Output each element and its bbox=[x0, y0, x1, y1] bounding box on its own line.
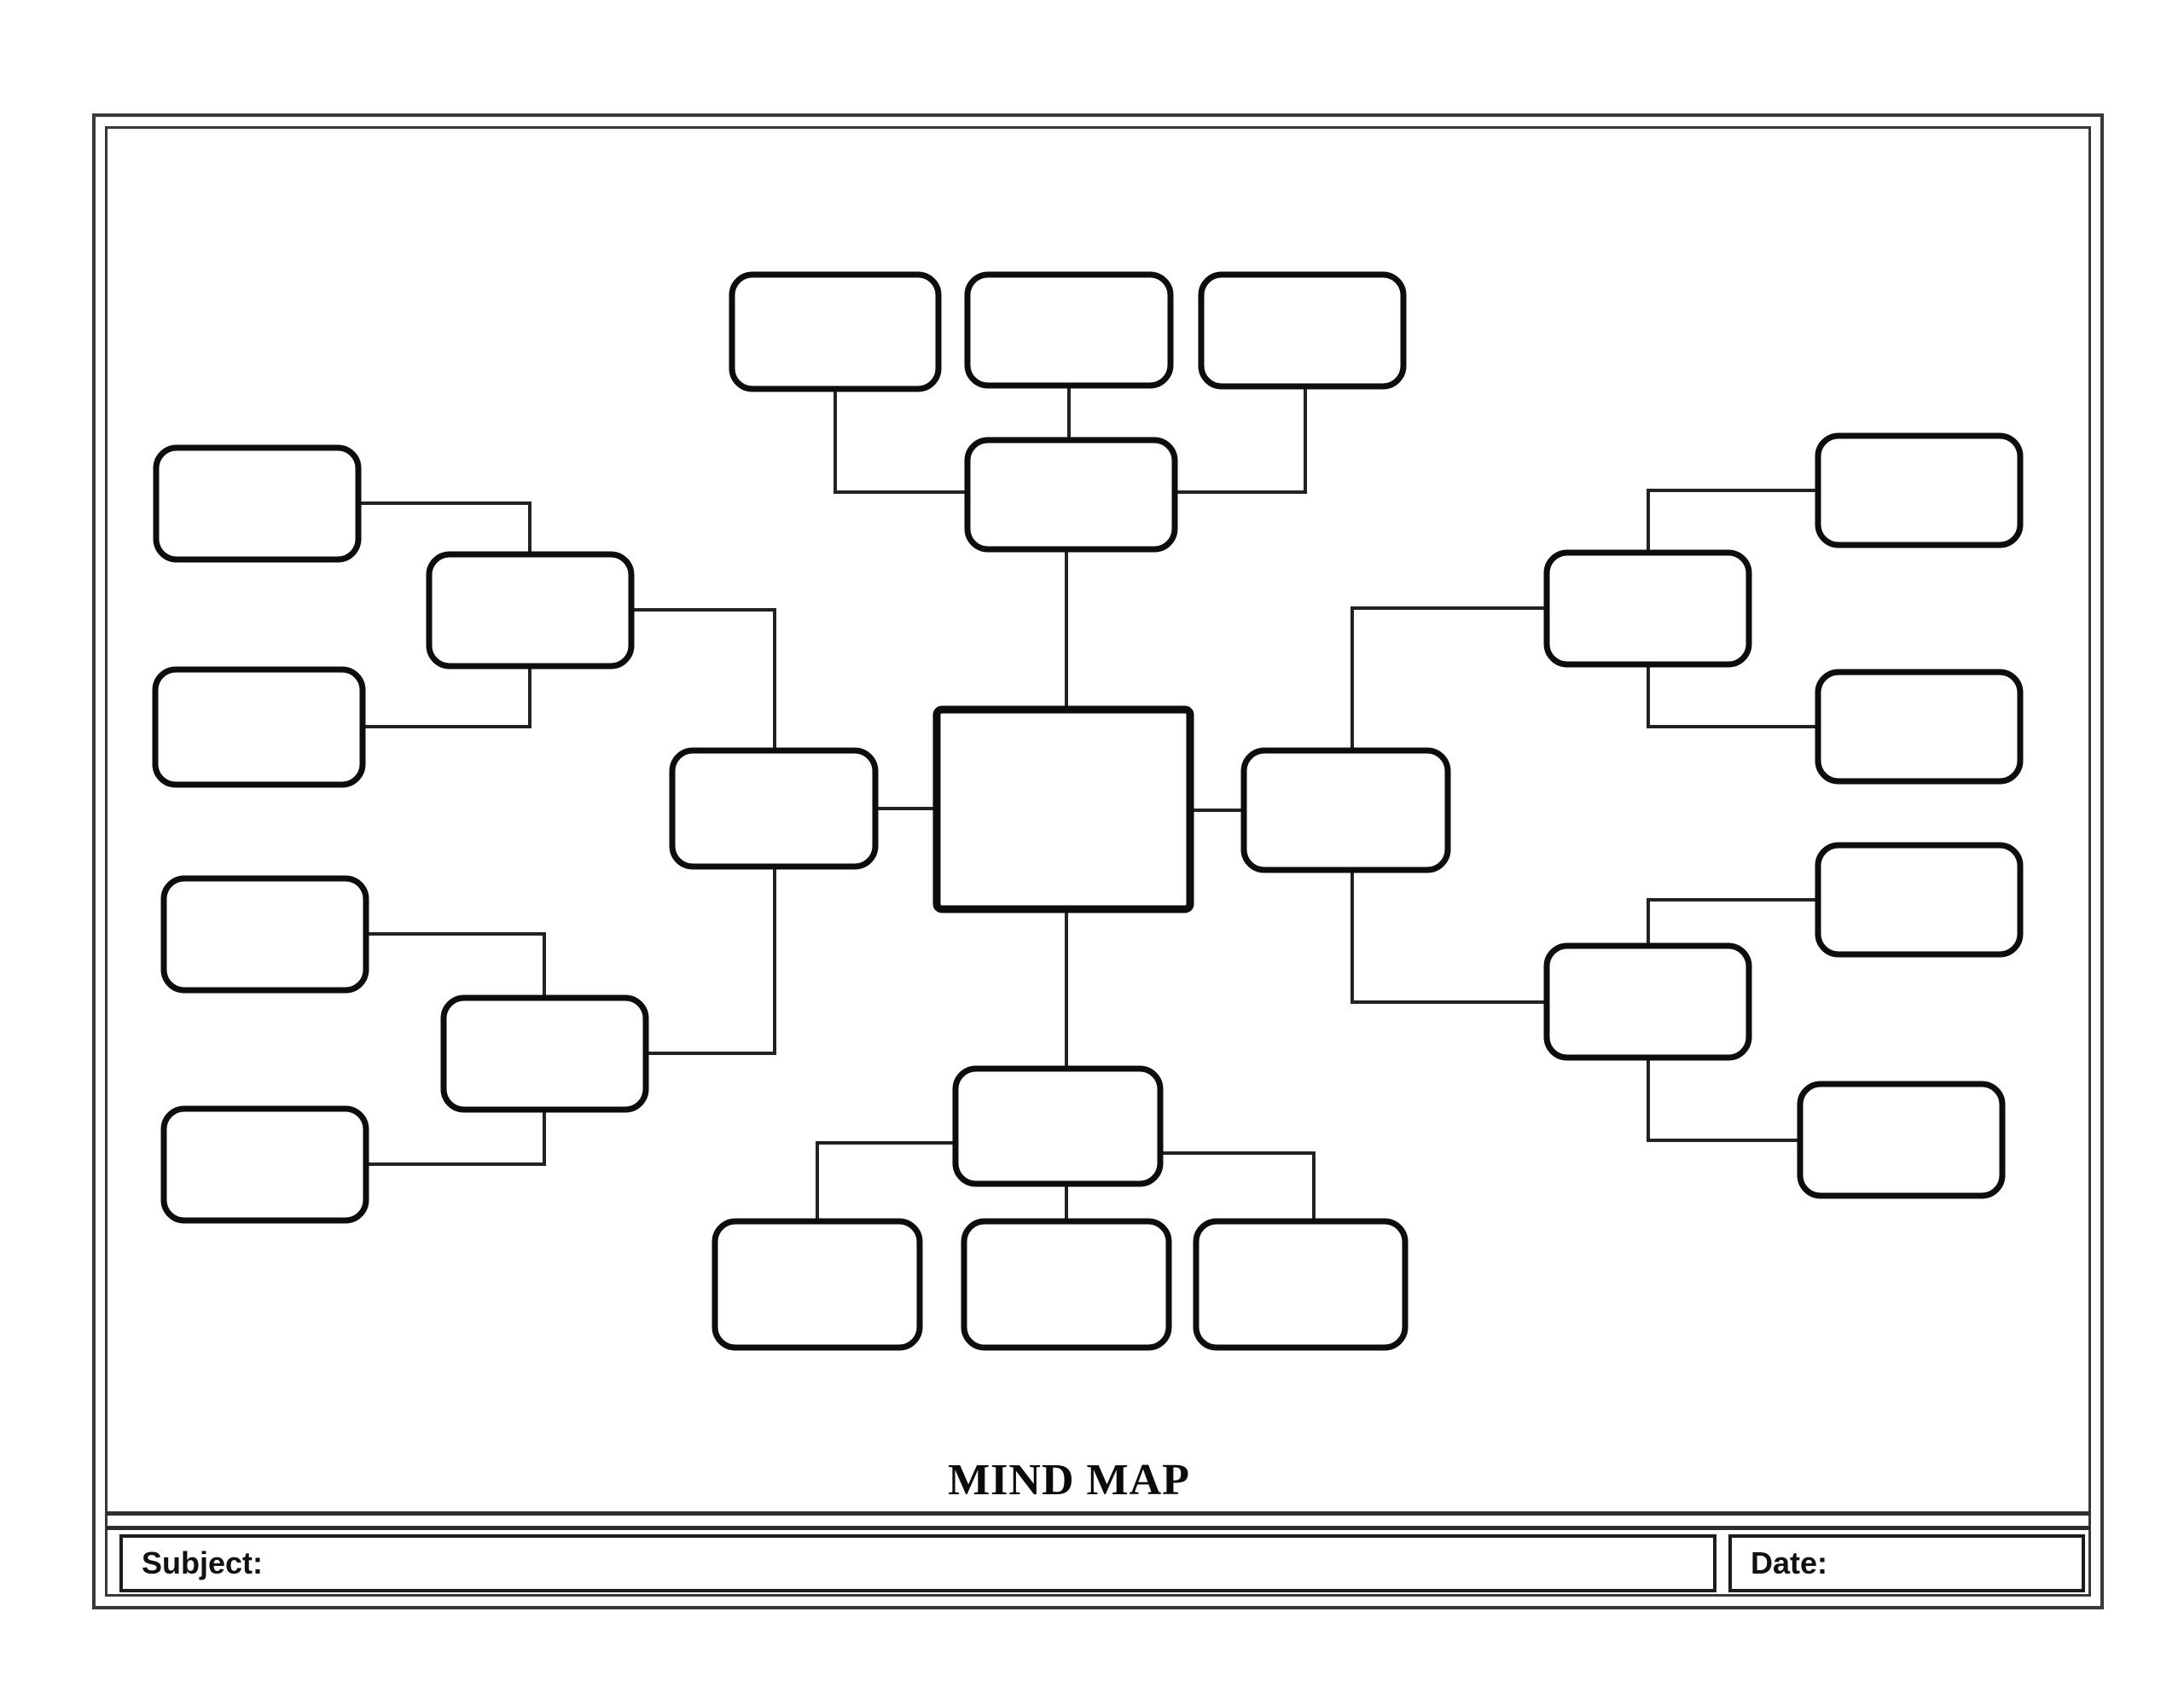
page-title: MIND MAP bbox=[948, 1456, 1190, 1504]
connector-right-hub-to-mid-upper bbox=[1350, 606, 1547, 751]
node-center-topic[interactable] bbox=[932, 705, 1194, 913]
node-left-leaf-2[interactable] bbox=[152, 666, 366, 788]
connector-left-leaf-4-to-mid bbox=[366, 1110, 546, 1166]
node-right-leaf-4[interactable] bbox=[1797, 1081, 2006, 1199]
node-top-hub[interactable] bbox=[964, 437, 1178, 553]
subject-label: Subject: bbox=[142, 1545, 264, 1580]
node-right-mid-lower[interactable] bbox=[1543, 942, 1752, 1061]
connector-left-leaf-2-to-mid bbox=[363, 666, 531, 728]
connector-right-mid-upper-to-leaf-2 bbox=[1647, 664, 1818, 728]
node-right-mid-upper[interactable] bbox=[1543, 549, 1752, 668]
node-right-hub[interactable] bbox=[1240, 747, 1451, 873]
node-right-leaf-1[interactable] bbox=[1815, 432, 2024, 548]
connector-right-mid-lower-to-leaf-3 bbox=[1647, 898, 1818, 946]
node-bottom-leaf-2[interactable] bbox=[961, 1218, 1172, 1351]
node-top-leaf-2[interactable] bbox=[964, 271, 1174, 389]
connector-top-leaf-3-to-hub bbox=[1175, 386, 1307, 494]
subject-field[interactable]: Subject: bbox=[119, 1534, 1716, 1592]
node-left-hub[interactable] bbox=[669, 747, 879, 870]
node-top-leaf-3[interactable] bbox=[1198, 271, 1407, 390]
node-left-mid-lower[interactable] bbox=[440, 994, 649, 1113]
connector-left-leaf-1-to-mid bbox=[358, 501, 531, 554]
connector-bottom-hub-to-leaf-3 bbox=[1160, 1151, 1316, 1221]
connector-left-mid-lower-to-hub bbox=[646, 867, 776, 1055]
connector-left-leaf-3-to-mid bbox=[366, 932, 546, 998]
node-right-leaf-3[interactable] bbox=[1815, 842, 2024, 958]
page-frame-inner bbox=[105, 126, 2091, 1597]
node-left-leaf-4[interactable] bbox=[160, 1105, 369, 1224]
node-bottom-leaf-1[interactable] bbox=[712, 1218, 923, 1351]
connector-right-mid-lower-to-leaf-4 bbox=[1647, 1058, 1800, 1142]
connector-right-mid-upper-to-leaf-1 bbox=[1647, 489, 1818, 553]
connector-top-leaf-1-to-hub bbox=[834, 389, 967, 494]
connector-right-hub-to-mid-lower bbox=[1350, 870, 1547, 1004]
date-label: Date: bbox=[1751, 1545, 1828, 1580]
node-left-leaf-3[interactable] bbox=[160, 875, 369, 994]
connector-bottom-hub-to-leaf-1 bbox=[816, 1141, 956, 1221]
node-left-leaf-1[interactable] bbox=[153, 444, 362, 563]
node-top-leaf-1[interactable] bbox=[729, 271, 942, 392]
node-bottom-hub[interactable] bbox=[952, 1065, 1164, 1187]
page-frame-outer bbox=[92, 113, 2104, 1609]
node-left-mid-upper[interactable] bbox=[426, 551, 635, 670]
node-bottom-leaf-3[interactable] bbox=[1193, 1218, 1409, 1351]
connector-left-mid-upper-to-hub bbox=[631, 608, 776, 751]
footer-divider bbox=[106, 1511, 2090, 1530]
node-right-leaf-2[interactable] bbox=[1815, 669, 2024, 785]
date-field[interactable]: Date: bbox=[1728, 1534, 2085, 1592]
